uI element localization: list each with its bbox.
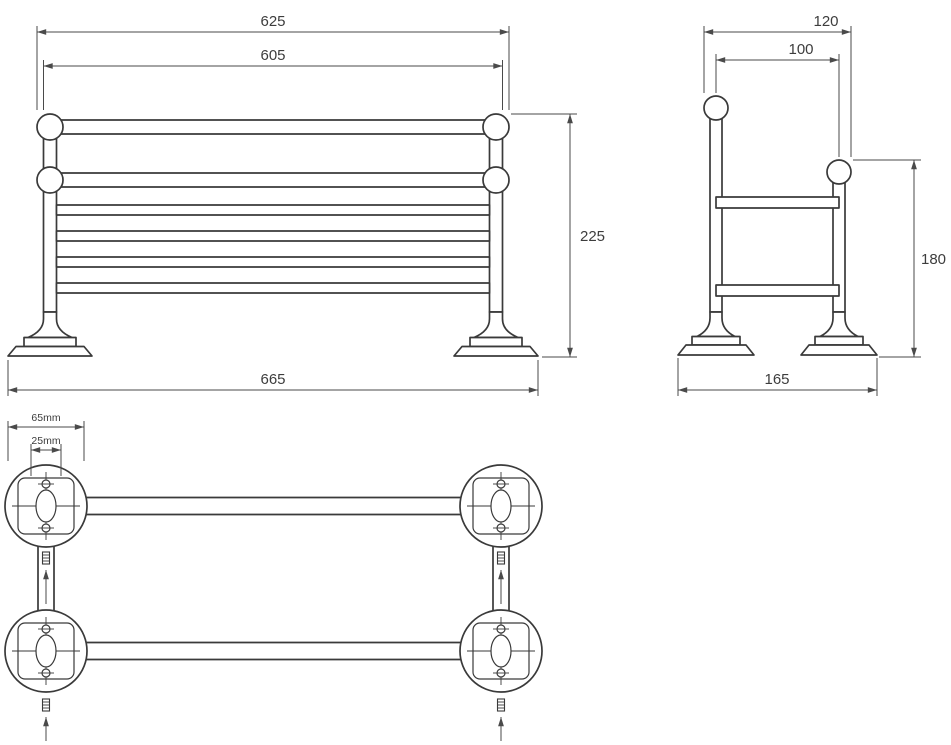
mounting-screw [41,698,51,712]
front-right-base-flare [473,311,519,339]
front-shelf-bar [55,282,491,294]
front-left-base-step [23,336,77,348]
dimension-side-inner-depth: 100 [715,41,840,157]
dimension-side-height: 180 [853,159,946,358]
front-top-rail [49,119,497,135]
front-ball-finial [482,113,510,141]
side-rear-base-flare [696,311,736,338]
dimension-side-total-depth: 165 [677,358,878,396]
side-lower-rail [715,284,840,297]
plan-bottom-rail [65,641,482,661]
front-shelf-bar [55,256,491,268]
dimension-label: 605 [260,47,285,64]
side-upper-rail [715,196,840,209]
front-view: 625 605 225 665 [7,13,605,396]
dimension-label: 120 [813,13,838,30]
dimension-label: 665 [260,371,285,388]
side-front-base-flare [819,311,859,338]
dimension-front-total-width: 665 [7,360,539,396]
dimension-label: 25mm [31,435,60,447]
dimension-side-outer-depth: 120 [703,13,852,157]
wall-plate-top-right [459,464,543,548]
side-rear-base-step [691,335,741,346]
mounting-screw [496,551,506,565]
dimension-plan-holes: 25mm [30,435,62,476]
front-ball-finial [36,166,64,194]
plan-view: 65mm 25mm [4,412,543,741]
front-ball-finial [36,113,64,141]
dimension-front-inner-width: 605 [43,47,503,110]
dimension-label: 625 [260,13,285,30]
side-ball-finial [826,159,852,185]
side-ball-finial [703,95,729,121]
dimension-label: 225 [580,228,605,245]
side-rear-base-plate [677,344,755,356]
dimension-label: 165 [764,371,789,388]
dimension-label: 100 [788,41,813,58]
side-rack-frame [677,95,878,356]
dimension-front-outer-width: 625 [36,13,510,110]
side-front-base-plate [800,344,878,356]
front-shelf-bar [55,230,491,242]
dimension-front-height: 225 [511,113,605,358]
mounting-screw [41,551,51,565]
side-front-base-step [814,335,864,346]
front-right-base-plate [453,345,539,357]
front-right-base-step [469,336,523,348]
front-rack-frame [7,113,539,357]
front-second-rail [49,172,497,188]
wall-plate-bottom-right [459,609,543,693]
front-shelf-bar [55,204,491,216]
side-view: 120 100 180 165 [677,13,946,396]
dimension-label: 180 [921,251,946,268]
front-right-post [488,126,504,313]
front-left-base-flare [27,311,73,339]
front-left-base-plate [7,345,93,357]
plan-top-rail [65,496,482,516]
front-ball-finial [482,166,510,194]
wall-plate-bottom-left [4,609,88,693]
dimension-plan-plate: 65mm [7,412,85,461]
dimension-label: 65mm [31,412,60,424]
side-rear-post [709,107,723,313]
front-left-post [42,126,58,313]
mounting-screw [496,698,506,712]
wall-plate-top-left [4,464,88,548]
